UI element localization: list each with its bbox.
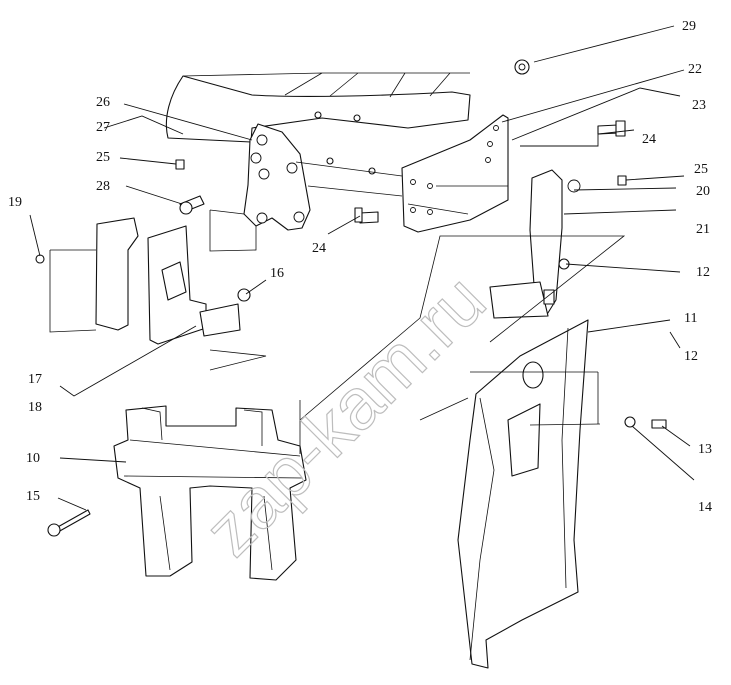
leader-lines bbox=[29, 25, 695, 511]
callout-23: 23 bbox=[692, 98, 706, 113]
callout-16: 16 bbox=[270, 266, 284, 281]
side-panel-part bbox=[457, 319, 667, 669]
callout-24a: 24 bbox=[642, 132, 656, 147]
callout-13: 13 bbox=[698, 442, 712, 457]
callout-12b: 12 bbox=[684, 349, 698, 364]
callout-14: 14 bbox=[698, 500, 712, 515]
cross-frame-part bbox=[113, 405, 307, 581]
left-bracket-part bbox=[49, 217, 241, 345]
callout-28: 28 bbox=[96, 179, 110, 194]
callout-25b: 25 bbox=[694, 162, 708, 177]
callout-18: 18 bbox=[28, 400, 42, 415]
callout-25a: 25 bbox=[96, 150, 110, 165]
callout-15: 15 bbox=[26, 489, 40, 504]
callout-12a: 12 bbox=[696, 265, 710, 280]
callout-11: 11 bbox=[684, 311, 697, 326]
bracket-26-part bbox=[209, 123, 311, 252]
bolt-15-part bbox=[35, 254, 91, 537]
support-arm-part bbox=[489, 169, 581, 319]
callout-17: 17 bbox=[28, 372, 42, 387]
callout-29: 29 bbox=[682, 19, 696, 34]
callout-20: 20 bbox=[696, 184, 710, 199]
callout-24b: 24 bbox=[312, 241, 326, 256]
callout-22: 22 bbox=[688, 62, 702, 77]
plate-22-part bbox=[401, 114, 509, 233]
upper-panel-part bbox=[165, 72, 471, 143]
callout-27: 27 bbox=[96, 120, 110, 135]
callout-26: 26 bbox=[96, 95, 110, 110]
callout-19: 19 bbox=[8, 195, 22, 210]
callout-21: 21 bbox=[696, 222, 710, 237]
upper-fasteners bbox=[175, 59, 627, 302]
callout-numbers: 29 22 23 26 27 24 25 25 20 21 19 28 24 1… bbox=[8, 19, 712, 515]
callout-10: 10 bbox=[26, 451, 40, 466]
